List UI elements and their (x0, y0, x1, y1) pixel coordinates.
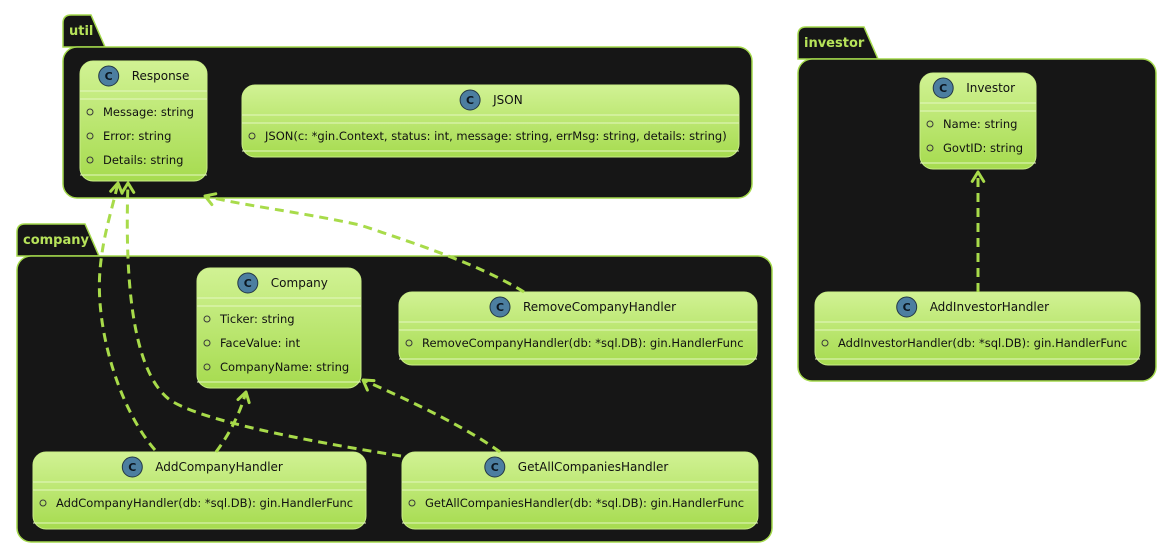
arrowhead-icon (120, 181, 136, 194)
public-visibility-icon (926, 144, 934, 152)
class-member: AddCompanyHandler(db: *sql.DB): gin.Hand… (56, 496, 353, 510)
class-name: Company (271, 276, 328, 290)
arrowhead-icon (970, 170, 986, 183)
class-member: FaceValue: int (220, 336, 301, 350)
class-box (919, 72, 1037, 170)
public-visibility-icon (408, 499, 416, 507)
class-badge-letter: C (491, 461, 499, 474)
dependency-get-all-companies-handler-to-response (120, 181, 402, 458)
dependency-line (362, 378, 501, 454)
class-add-investor-handler[interactable]: C AddInvestorHandlerAddInvestorHandler(db… (814, 291, 1141, 366)
class-box (241, 84, 740, 158)
class-badge-letter: C (128, 461, 136, 474)
class-name: Response (132, 69, 190, 83)
class-badge-icon (237, 272, 259, 294)
class-badge-letter: C (939, 82, 947, 95)
class-member: Ticker: string (219, 312, 295, 326)
public-visibility-icon (926, 120, 934, 128)
class-member: AddInvestorHandler(db: *sql.DB): gin.Han… (838, 336, 1127, 350)
arrowhead-icon (236, 390, 251, 405)
class-member: Name: string (943, 117, 1017, 131)
class-name: JSON (492, 93, 523, 107)
dependency-line (204, 194, 525, 294)
package-name: investor (804, 36, 865, 51)
class-add-company-handler[interactable]: C AddCompanyHandlerAddCompanyHandler(db: … (32, 451, 367, 530)
public-visibility-icon (203, 339, 211, 347)
public-visibility-icon (203, 315, 211, 323)
public-visibility-icon (86, 108, 94, 116)
public-visibility-icon (405, 339, 413, 347)
public-visibility-icon (821, 339, 829, 347)
class-badge-letter: C (903, 301, 911, 314)
public-visibility-icon (86, 156, 94, 164)
class-member: Message: string (103, 105, 194, 119)
class-badge-icon (896, 296, 918, 318)
dependency-add-investor-handler-to-investor (970, 170, 986, 292)
class-badge-letter: C (105, 70, 113, 83)
package-tab (16, 223, 101, 257)
dependency-add-company-handler-to-company (214, 390, 251, 453)
class-remove-company-handler[interactable]: C RemoveCompanyHandlerRemoveCompanyHandle… (398, 291, 758, 366)
dependency-add-company-handler-to-response (97, 181, 157, 451)
class-member: Details: string (103, 153, 183, 167)
arrowhead-icon (361, 378, 376, 392)
public-visibility-icon (203, 363, 211, 371)
public-visibility-icon (86, 132, 94, 140)
dependency-line (97, 182, 157, 451)
class-badge-letter: C (466, 94, 474, 107)
dependency-remove-company-handler-to-response (203, 192, 525, 294)
class-member: JSON(c: *gin.Context, status: int, messa… (264, 129, 727, 143)
package-tab (62, 14, 107, 48)
dependency-get-all-companies-handler-to-company (361, 378, 501, 454)
class-name: AddCompanyHandler (155, 460, 283, 474)
class-box (398, 291, 758, 366)
class-name: GetAllCompaniesHandler (518, 460, 669, 474)
class-badge-letter: C (496, 301, 504, 314)
class-badge-icon (484, 456, 506, 478)
public-visibility-icon (39, 499, 47, 507)
class-member: Error: string (103, 129, 171, 143)
arrowhead-icon (109, 181, 124, 195)
class-member: CompanyName: string (220, 360, 349, 374)
dependency-line (214, 391, 248, 453)
class-badge-icon (932, 77, 954, 99)
class-get-all-companies-handler[interactable]: C GetAllCompaniesHandlerGetAllCompaniesHa… (401, 451, 759, 530)
class-badge-icon (459, 89, 481, 111)
public-visibility-icon (248, 132, 256, 140)
dependency-line (125, 182, 402, 458)
package-name: util (69, 24, 93, 39)
class-badge-icon (489, 296, 511, 318)
class-badge-icon (121, 456, 143, 478)
class-json[interactable]: C JSON JSON(c: *gin.Context, status: int, … (241, 84, 740, 158)
package-tab (797, 26, 880, 60)
class-member: RemoveCompanyHandler(db: *sql.DB): gin.H… (422, 336, 744, 350)
class-name: AddInvestorHandler (930, 300, 1049, 314)
arrowhead-icon (203, 192, 218, 207)
class-member: GetAllCompaniesHandler(db: *sql.DB): gin… (425, 496, 744, 510)
class-badge-icon (98, 65, 120, 87)
class-member: GovtID: string (943, 141, 1023, 155)
class-badge-letter: C (244, 277, 252, 290)
class-name: Investor (966, 81, 1015, 95)
class-name: RemoveCompanyHandler (523, 300, 676, 314)
package-name: company (23, 233, 90, 248)
